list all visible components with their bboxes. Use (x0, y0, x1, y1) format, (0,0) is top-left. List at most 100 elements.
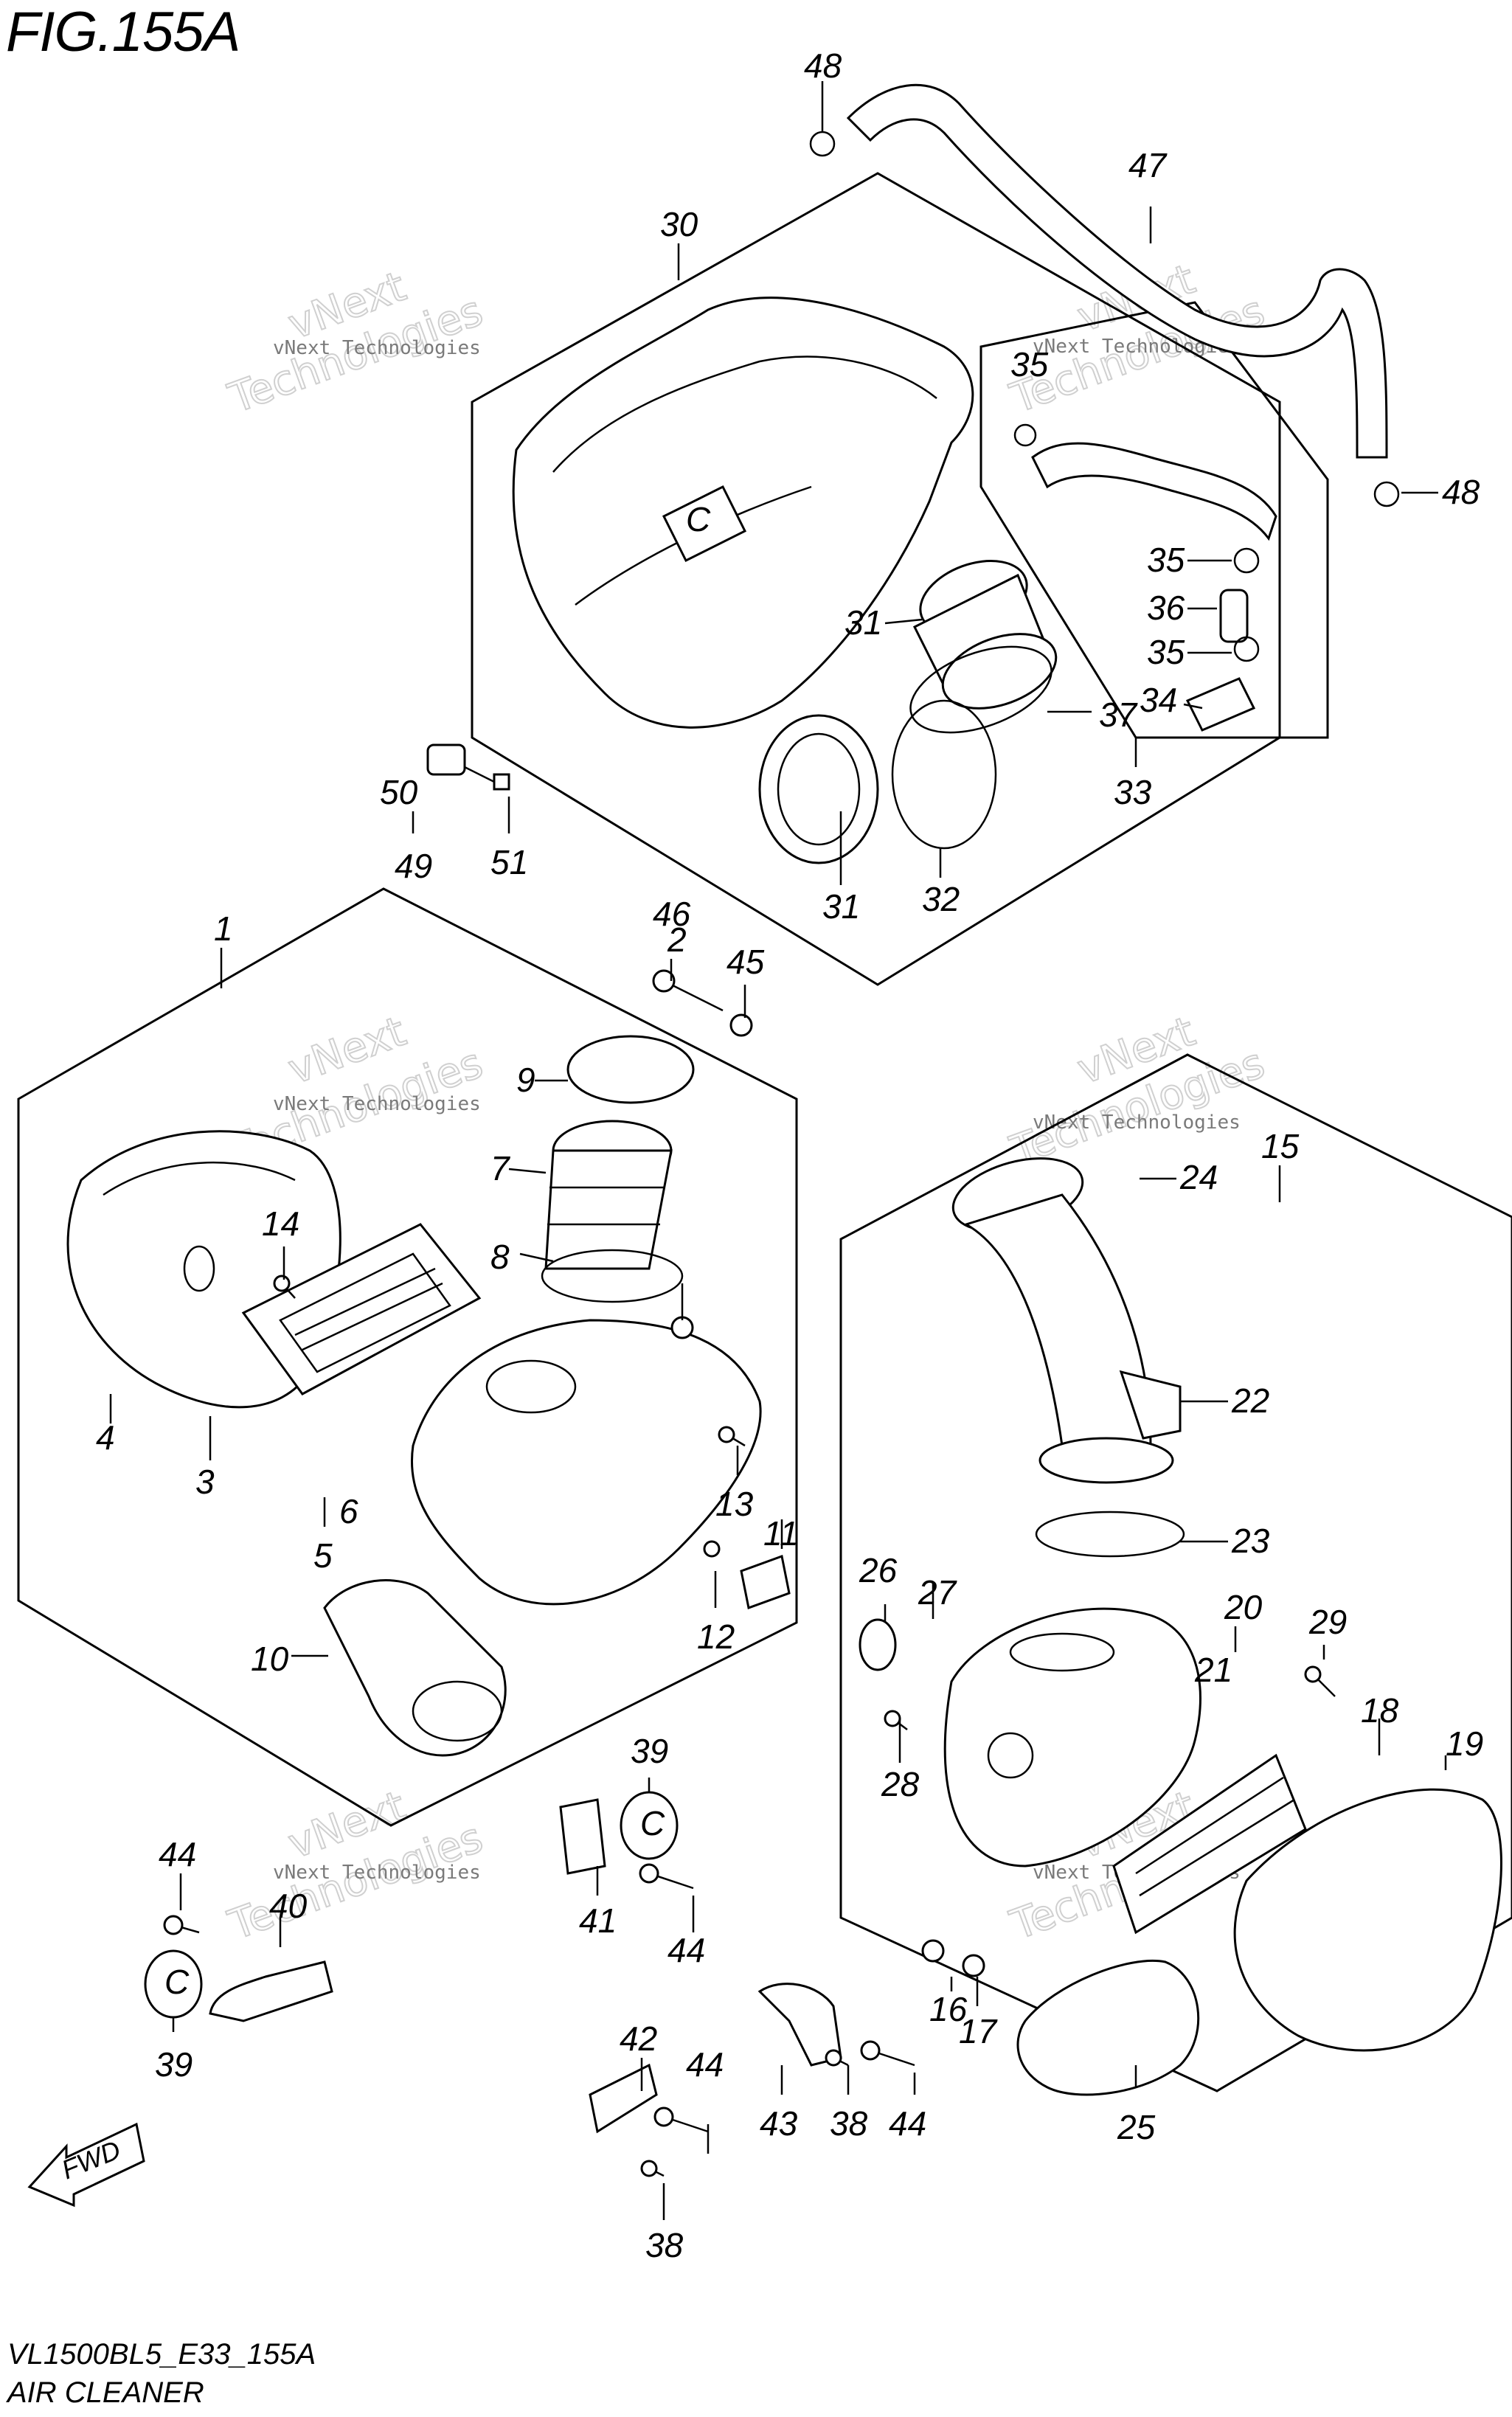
callout-36: 36 (1147, 589, 1185, 627)
air-cleaner-base-1 (411, 1319, 762, 1606)
callout-34: 34 (1140, 681, 1177, 719)
watermark-text-1: vNext Technologies (273, 337, 481, 359)
clamp-8 (541, 1249, 684, 1303)
cap-11 (740, 1554, 791, 1610)
air-cleaner-element-20 (1112, 1753, 1307, 1935)
callout-5: 5 (313, 1536, 333, 1575)
figure-name: AIR CLEANER (7, 2376, 204, 2409)
callout-27: 27 (918, 1573, 957, 1612)
grommet-39a: C (620, 1791, 679, 1860)
grommet-39b-marking: C (164, 1963, 190, 2001)
callout-48b: 48 (1442, 473, 1480, 511)
leader-lines (109, 81, 1447, 2220)
callout-4: 4 (96, 1418, 115, 1457)
figure-code: VL1500BL5_E33_155A (7, 2338, 316, 2371)
callout-44d: 44 (889, 2104, 926, 2143)
callout-35b: 35 (1147, 633, 1185, 671)
inlet-duct-10 (323, 1579, 507, 1757)
clip-35a (1233, 547, 1260, 574)
callout-35c: 35 (1010, 345, 1049, 384)
air-cleaner-case-30: C (512, 297, 974, 729)
outlet-tube-31-lower (758, 714, 879, 864)
callout-32: 32 (922, 880, 960, 918)
callout-10: 10 (251, 1640, 289, 1678)
callout-43: 43 (760, 2104, 798, 2143)
callout-6: 6 (339, 1492, 358, 1530)
assembly-box-33 (979, 301, 1329, 739)
callout-31a: 31 (845, 603, 882, 642)
clip-48b (1373, 481, 1400, 507)
callout-13: 13 (715, 1485, 754, 1523)
bracket-41 (559, 1798, 606, 1875)
intake-pipe-22 (951, 1157, 1182, 1484)
callout-49: 49 (395, 847, 432, 885)
callout-45: 45 (726, 943, 765, 981)
callout-47: 47 (1128, 146, 1168, 184)
clip-48a (809, 131, 836, 157)
drain-plug-50 (426, 743, 510, 791)
callout-23: 23 (1231, 1522, 1270, 1560)
callout-46: 46 (653, 895, 691, 933)
callout-22: 22 (1231, 1381, 1269, 1420)
cap-34 (1185, 677, 1256, 732)
callout-48a: 48 (804, 46, 842, 85)
clip-35b (1233, 636, 1260, 662)
callout-19: 19 (1446, 1724, 1483, 1763)
callout-42: 42 (620, 2019, 657, 2058)
intake-pipe-7 (544, 1035, 695, 1270)
callout-44b: 44 (667, 1931, 705, 1969)
watermark-text-4: vNext Technologies (1033, 1112, 1241, 1134)
callout-17: 17 (959, 2012, 998, 2050)
callout-39b: 39 (155, 2045, 193, 2084)
callout-26: 26 (859, 1551, 898, 1589)
hose-33 (1031, 442, 1277, 541)
fitting-36 (1219, 589, 1249, 643)
callout-30: 30 (660, 205, 698, 243)
grommet-39a-marking: C (640, 1804, 665, 1842)
inlet-duct-25 (1016, 1960, 1200, 2096)
callout-24: 24 (1179, 1158, 1218, 1196)
air-cleaner-base-15 (943, 1607, 1201, 1868)
grommet-39b: C (144, 1949, 203, 2019)
callout-40: 40 (269, 1887, 308, 1925)
callout-38b: 38 (830, 2104, 868, 2143)
callout-28: 28 (881, 1765, 920, 1803)
callout-11: 11 (763, 1514, 799, 1553)
callout-38a: 38 (645, 2226, 684, 2264)
air-cleaner-element-6 (241, 1223, 482, 1395)
clip-35c (1013, 423, 1037, 447)
clamp-23 (1035, 1511, 1185, 1558)
figure-title: FIG.155A (6, 1, 240, 63)
callout-16: 16 (929, 1990, 968, 2028)
callout-25: 25 (1117, 2108, 1156, 2146)
assembly-box-1 (17, 887, 798, 1827)
watermark-text-5: vNext Technologies (273, 1862, 481, 1884)
callout-14: 14 (262, 1204, 299, 1243)
callout-2: 2 (667, 920, 687, 959)
callout-44c: 44 (686, 2045, 724, 2084)
air-cleaner-cover-19 (1233, 1788, 1502, 2052)
clamp-37 (909, 645, 1052, 734)
callout-8: 8 (490, 1238, 510, 1276)
outlet-tube-31-upper (912, 560, 1058, 710)
callout-39a: 39 (631, 1732, 668, 1770)
case-marking: C (686, 500, 711, 538)
callout-37: 37 (1099, 696, 1138, 734)
callout-20: 20 (1224, 1588, 1263, 1626)
callout-51: 51 (490, 843, 528, 881)
callout-3: 3 (195, 1463, 215, 1501)
assembly-box-15 (839, 1053, 1512, 2092)
callout-35a: 35 (1147, 541, 1185, 579)
fwd-direction-badge: FWD (27, 2122, 145, 2208)
callout-50: 50 (380, 773, 418, 811)
callout-7: 7 (490, 1149, 510, 1187)
bracket-42 (589, 2063, 658, 2134)
callout-41: 41 (579, 1901, 617, 1940)
callout-12: 12 (697, 1617, 735, 1656)
callout-44a: 44 (159, 1835, 196, 1873)
callout-9: 9 (516, 1061, 535, 1099)
watermark-text-3: vNext Technologies (273, 1093, 481, 1115)
callout-15: 15 (1261, 1127, 1300, 1165)
callout-33: 33 (1114, 773, 1152, 811)
